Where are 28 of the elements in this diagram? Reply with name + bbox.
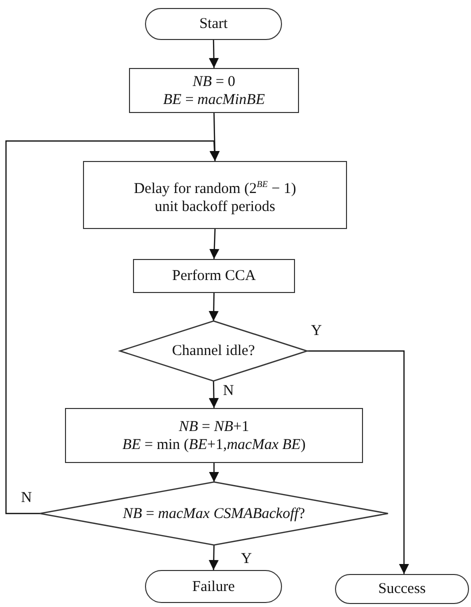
arrow [208,292,219,322]
arrow [307,350,409,574]
decision-diamond [40,482,388,545]
node-text: Start [199,15,228,33]
node-text: Delay for random (2$^{BE}$ − 1) unit backoff periods [132,178,298,216]
node-text: NB = macMax CSMABackoff? [122,504,306,522]
terminal-node [145,8,282,40]
process-box [83,161,347,229]
terminal-node [335,574,469,604]
arrow [208,544,219,570]
process-box [65,408,363,463]
arrow [209,463,219,482]
node-text: Success [378,580,426,598]
arrow [209,228,220,260]
node-text: BE = min (BE+1,macMax BE) [122,436,306,454]
node-text: NB = NB+1 [178,418,250,436]
decision-diamond [120,321,307,381]
process-box [133,259,295,293]
node-text: Failure [192,578,235,596]
arrow [208,40,219,68]
node-text: Channel idle? [172,342,255,360]
node-text: BE = macMinBE [163,90,265,108]
process-box [129,68,299,113]
node-text: NB = 0 [192,72,236,90]
arrow [208,380,219,408]
arrow [5,140,220,514]
terminal-node [145,570,282,603]
node-text: Perform CCA [172,267,256,285]
